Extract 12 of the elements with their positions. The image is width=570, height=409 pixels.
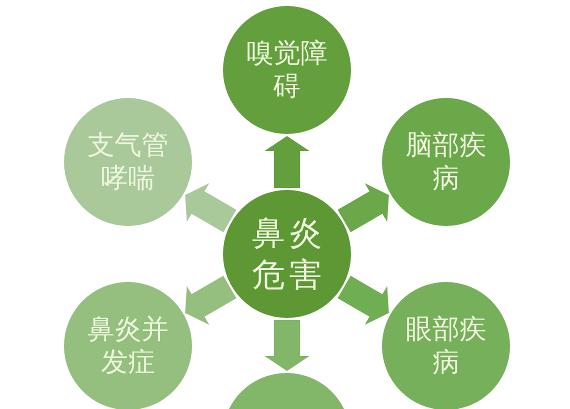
topic-circle: 眼部疾病 — [382, 282, 510, 409]
topic-circle: 支气管哮喘 — [64, 98, 192, 226]
block-arrow — [264, 320, 310, 371]
topic-circle: 嗅觉障碍 — [223, 6, 351, 134]
block-arrow — [185, 183, 236, 232]
hub-circle: 鼻炎危害 — [223, 190, 351, 318]
block-arrow — [338, 183, 389, 232]
topic-circle: 脑部疾病 — [382, 98, 510, 226]
topic-circle: 鼻炎并发症 — [64, 282, 192, 409]
block-arrow — [185, 276, 236, 325]
block-arrow — [264, 136, 310, 188]
block-arrow — [338, 276, 389, 325]
